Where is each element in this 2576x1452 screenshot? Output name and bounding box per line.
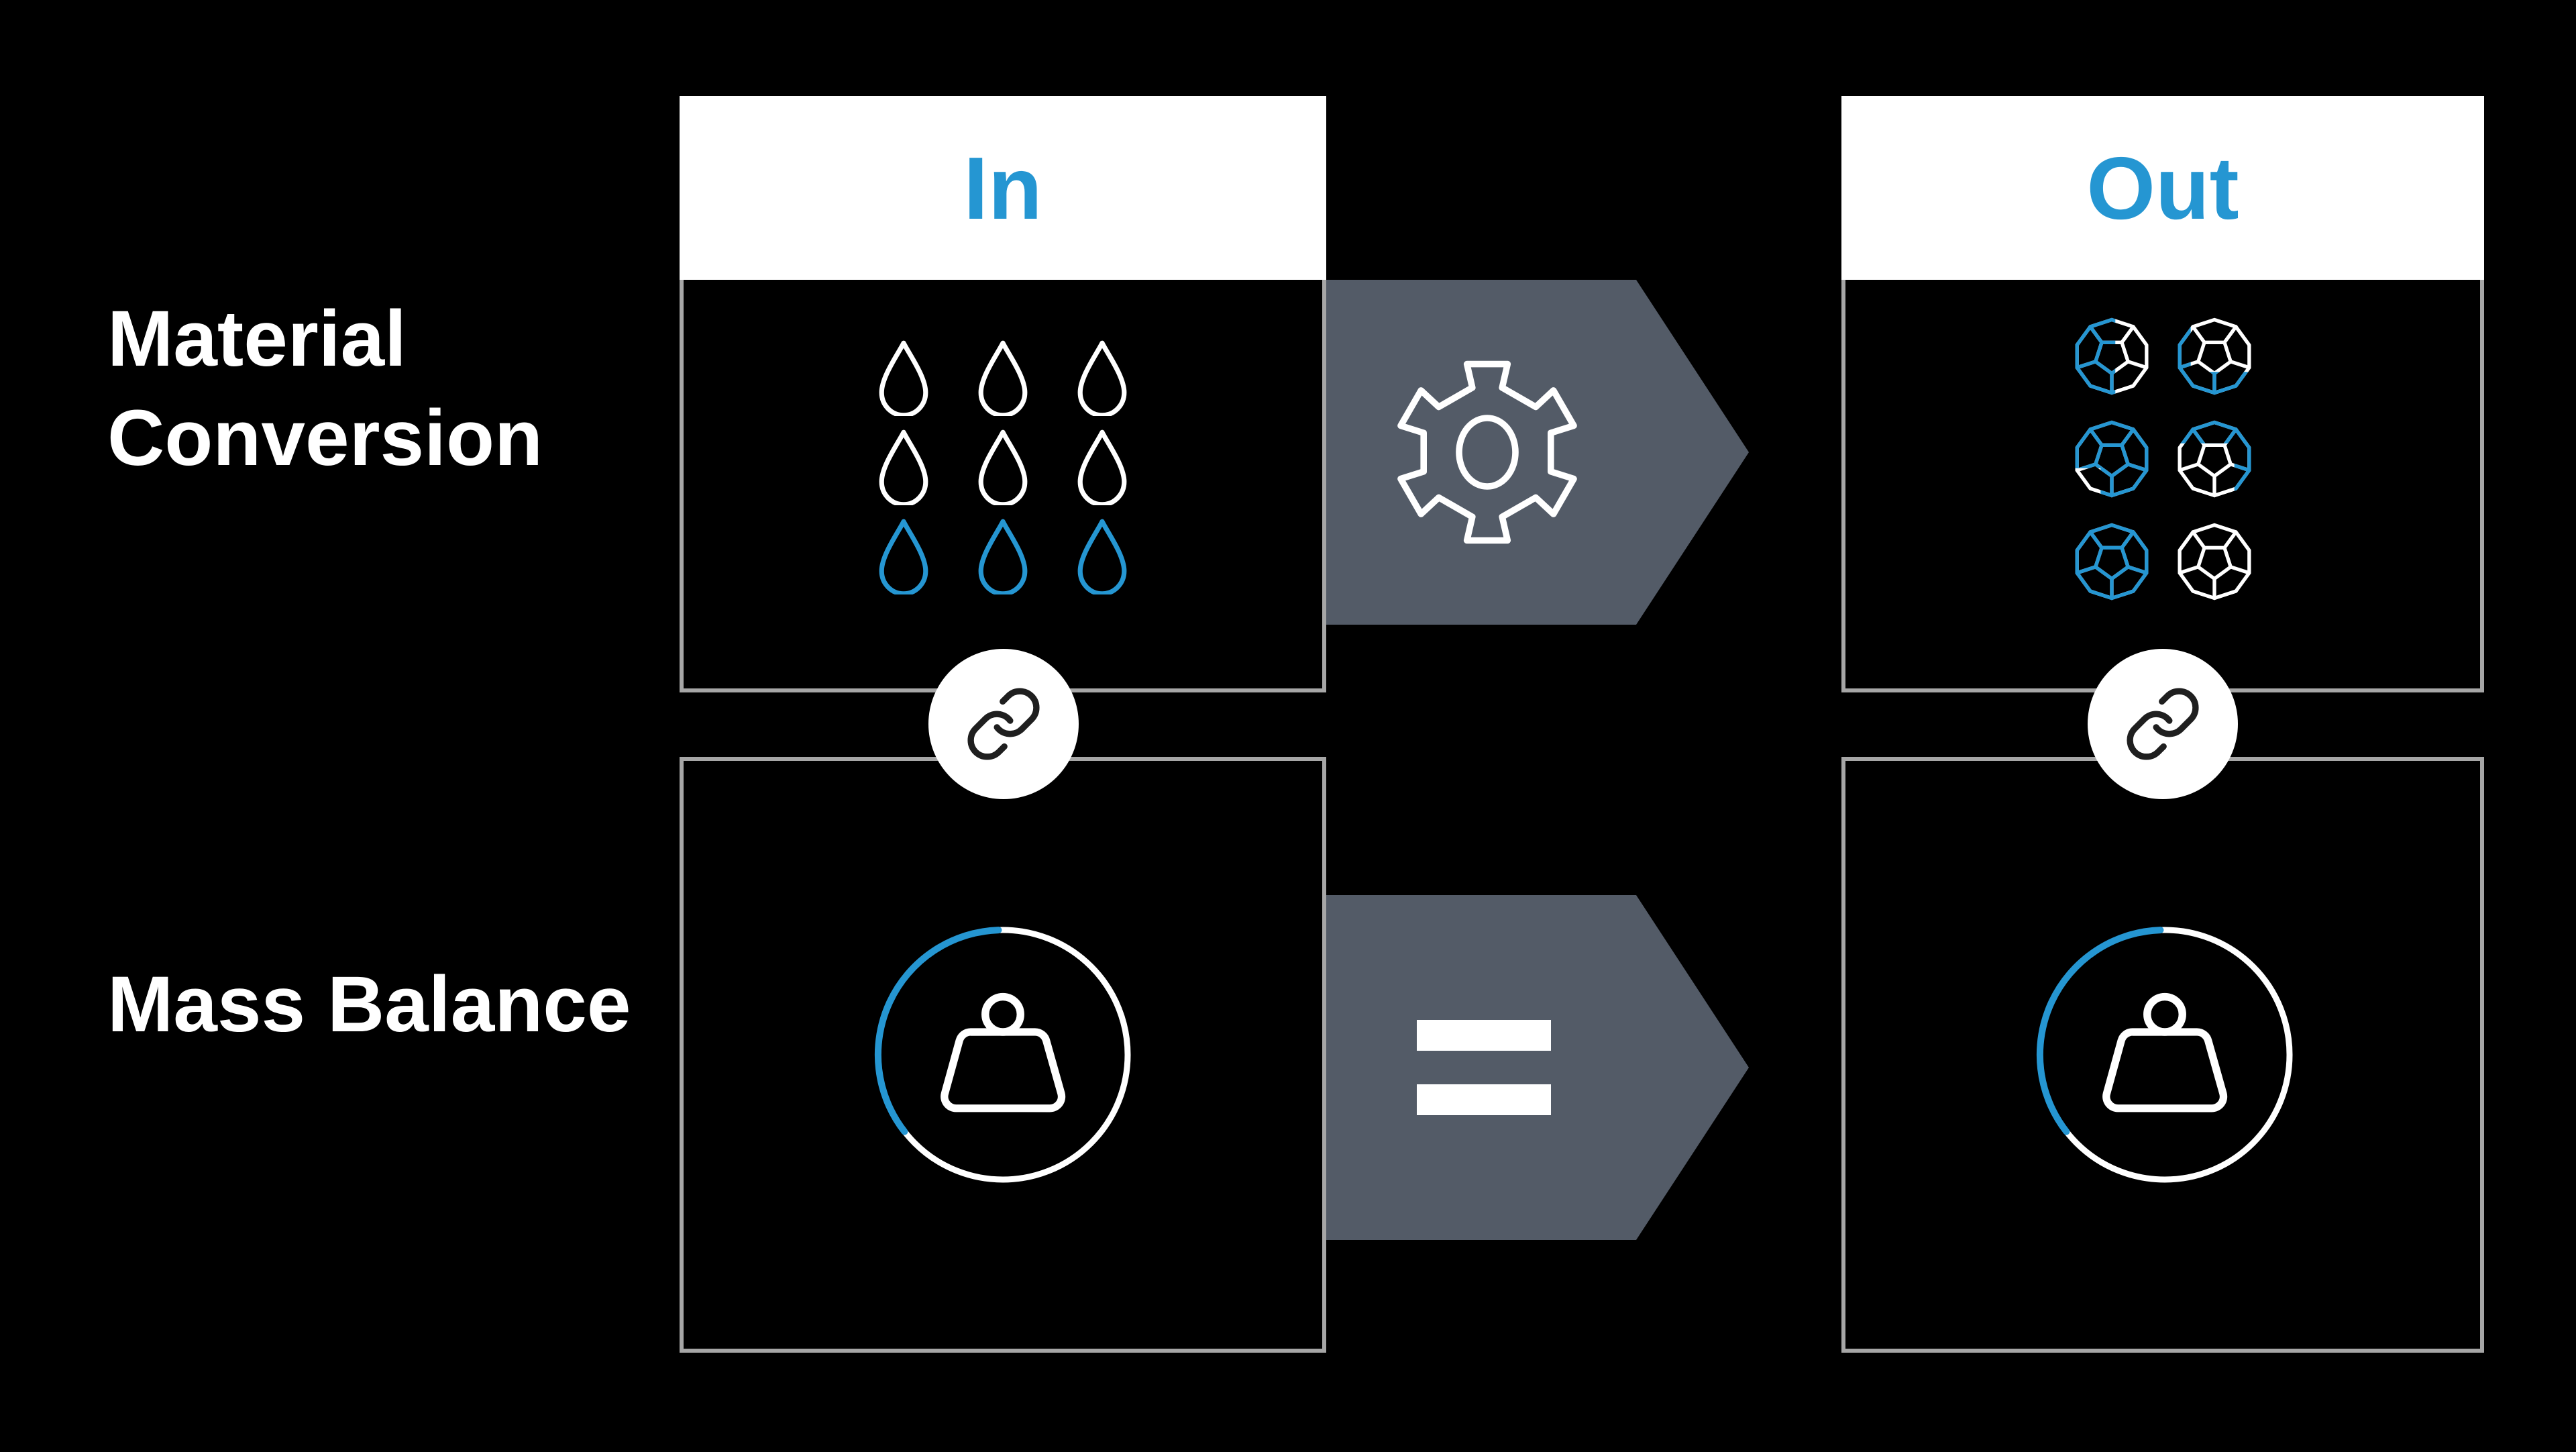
equals-icon <box>1417 1020 1551 1115</box>
mass-balance-label: Mass Balance <box>107 960 631 1049</box>
molecule-icon <box>2073 523 2151 601</box>
link-badge-in <box>928 649 1079 799</box>
gauge-blue-arc <box>2036 927 2164 1135</box>
in-header-text: In <box>963 138 1042 238</box>
droplet-icon <box>978 519 1028 594</box>
droplet-icon <box>978 340 1028 416</box>
droplet-icon <box>879 429 928 505</box>
molecule-icon <box>2176 317 2253 395</box>
in-panel: In <box>680 96 1326 692</box>
molecule-icon <box>2176 420 2253 498</box>
weight-icon <box>2102 992 2228 1112</box>
out-header: Out <box>1841 96 2484 280</box>
out-panel: Out <box>1841 96 2484 692</box>
in-header: In <box>680 96 1326 280</box>
molecule-icon <box>2073 420 2151 498</box>
in-mass-panel <box>680 757 1326 1353</box>
material-conversion-label: Material Conversion <box>107 295 543 482</box>
droplet-icon <box>1077 519 1127 594</box>
chain-link-icon <box>967 688 1040 760</box>
droplet-icon <box>879 340 928 416</box>
gauge-blue-arc <box>874 927 1002 1135</box>
in-panel-body <box>680 280 1326 692</box>
chain-link-icon <box>2127 688 2199 760</box>
arrow-shape <box>1326 895 1749 1240</box>
conversion-arrow <box>1326 280 1749 625</box>
out-mass-panel <box>1841 757 2484 1353</box>
molecule-grid <box>1845 280 2480 601</box>
balance-arrow <box>1326 895 1749 1240</box>
droplet-grid <box>684 280 1322 594</box>
droplet-icon <box>1077 340 1127 416</box>
weight-icon <box>941 992 1066 1112</box>
arrow-shape <box>1326 280 1749 625</box>
out-header-text: Out <box>2086 138 2239 238</box>
molecule-icon <box>2073 317 2151 395</box>
link-badge-out <box>2088 649 2238 799</box>
droplet-icon <box>978 429 1028 505</box>
out-panel-body <box>1841 280 2484 692</box>
mass-gauge-in <box>874 927 1131 1183</box>
droplet-icon <box>879 519 928 594</box>
droplet-icon <box>1077 429 1127 505</box>
molecule-icon <box>2176 523 2253 601</box>
mass-gauge-out <box>2036 927 2293 1183</box>
